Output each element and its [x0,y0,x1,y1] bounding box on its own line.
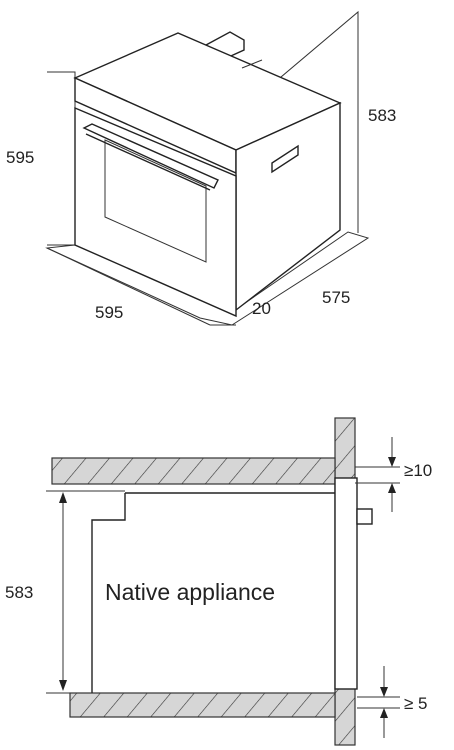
appliance-label: Native appliance [105,579,275,605]
top-clearance-label: ≥10 [404,461,432,480]
cutout-height-label: 583 [5,583,33,602]
top-shelf [51,457,336,485]
bottom-clearance-label: ≥ 5 [404,694,428,713]
oven-front-door [74,106,237,318]
appliance-front-panel [334,477,358,690]
cutout-section-view: Native appliance 583 ≥10 ≥ 5 [5,417,432,746]
width-label-side: 595 [6,148,34,167]
bottom-shelf [69,692,336,718]
gap-label: 20 [252,299,271,318]
width-label-bottom: 595 [95,303,123,322]
niche-back-wall [47,71,76,246]
depth-label: 575 [322,288,350,307]
oven-isometric-view: 595 583 595 20 575 [6,10,396,326]
oven-door-handle[interactable] [82,123,219,189]
appliance-outline [91,493,126,693]
height-label: 583 [368,106,396,125]
oven-side-handle [271,144,299,174]
oven-door-window [104,139,207,263]
appliance-knob [356,508,373,525]
